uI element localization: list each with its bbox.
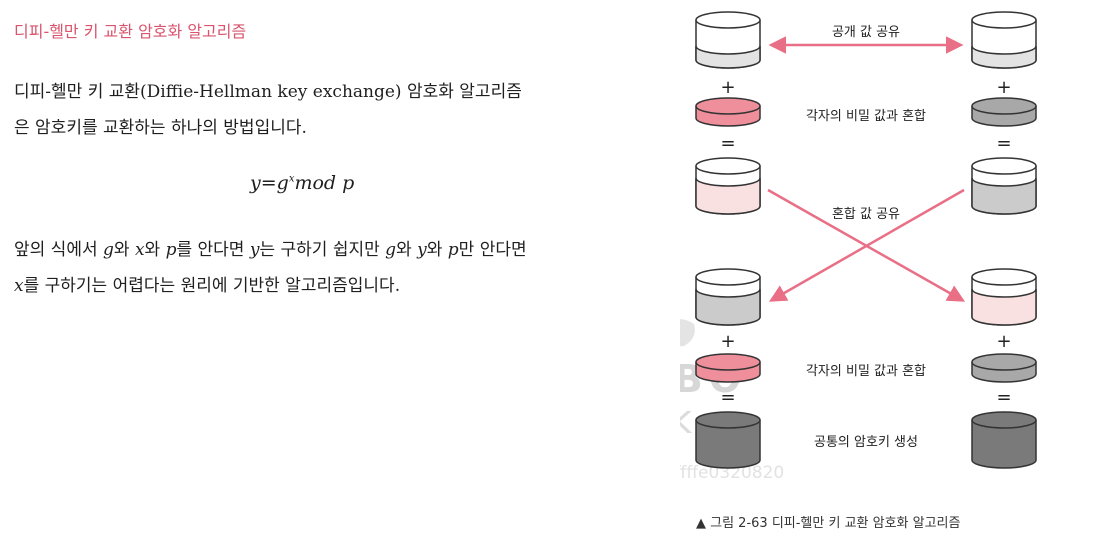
formula: y=gxmod p xyxy=(250,172,354,194)
mix-secret-label-1: 각자의 비밀 값과 혼합 xyxy=(806,109,926,124)
text-fragment: 만 안다면 xyxy=(458,240,527,260)
common-key-label: 공통의 암호키 생성 xyxy=(814,435,918,450)
left-common-key-cylinder xyxy=(695,411,761,469)
watermark-sub: eBook xyxy=(680,397,693,443)
intro-line-2: 은 암호키를 교환하는 하나의 방법입니다. xyxy=(14,118,307,138)
plus-sign: + xyxy=(996,77,1011,98)
left-received-cup xyxy=(695,268,761,326)
text-fragment: 와 xyxy=(113,240,135,260)
right-common-key-cylinder xyxy=(971,411,1037,469)
diffie-hellman-diagram: KYOBO eBook 00000000-3976-6a46-ffff-ffff… xyxy=(680,11,1037,483)
equals-sign: = xyxy=(720,133,735,154)
formula-base: g xyxy=(276,172,289,194)
left-public-cup xyxy=(695,11,761,69)
var-p: p xyxy=(165,240,177,260)
share-public-label: 공개 값 공유 xyxy=(832,25,900,40)
right-secret-disk-2 xyxy=(971,353,1037,383)
equals-sign: = xyxy=(720,387,735,408)
right-mixed-cup xyxy=(971,157,1037,215)
right-public-cup xyxy=(971,11,1037,69)
var-y: y xyxy=(417,240,427,260)
var-y: y xyxy=(249,240,260,260)
section-heading: 디피-헬만 키 교환 암호화 알고리즘 xyxy=(14,22,247,41)
left-secret-disk-2 xyxy=(695,353,761,383)
left-secret-disk xyxy=(695,97,761,127)
var-p: p xyxy=(447,240,459,260)
share-mixed-label: 혼합 값 공유 xyxy=(832,207,900,222)
var-x: x xyxy=(134,240,145,260)
text-fragment: 앞의 식에서 xyxy=(14,240,104,260)
text-fragment: 를 구하기는 어렵다는 원리에 기반한 알고리즘입니다. xyxy=(23,276,401,296)
text-fragment: 를 안다면 xyxy=(176,240,250,260)
right-secret-disk xyxy=(971,97,1037,127)
explanation-paragraph: 앞의 식에서 g와 x와 p를 안다면 y는 구하기 쉽지만 g와 y와 p만 … xyxy=(14,232,594,304)
formula-lhs: y xyxy=(250,172,261,194)
cross-arrow-left-to-right xyxy=(767,188,966,302)
formula-rest: mod p xyxy=(294,172,355,194)
intro-line-1: 디피-헬만 키 교환(Diffie-Hellman key exchange) … xyxy=(14,82,522,102)
formula-exp: x xyxy=(288,173,295,185)
watermark-code: 00000000-3976-6a46-ffff-ffffe0320820 xyxy=(680,463,784,483)
text-fragment: 와 xyxy=(426,240,448,260)
left-mixed-cup xyxy=(695,157,761,215)
formula-eq: = xyxy=(260,172,277,194)
text-fragment: 는 구하기 쉽지만 xyxy=(259,240,386,260)
intro-paragraph: 디피-헬만 키 교환(Diffie-Hellman key exchange) … xyxy=(14,74,594,146)
text-fragment: 와 xyxy=(396,240,418,260)
mix-secret-label-2: 각자의 비밀 값과 혼합 xyxy=(806,364,926,379)
cross-arrow-right-to-left xyxy=(768,188,965,302)
watermark-bird-icon xyxy=(680,319,695,347)
figure-caption: ▲ 그림 2-63 디피-헬만 키 교환 암호화 알고리즘 xyxy=(696,516,961,531)
plus-sign: + xyxy=(720,331,735,352)
var-g: g xyxy=(103,240,114,260)
text-fragment: 와 xyxy=(144,240,166,260)
equals-sign: = xyxy=(996,133,1011,154)
equals-sign: = xyxy=(996,387,1011,408)
var-g: g xyxy=(385,240,397,260)
plus-sign: + xyxy=(996,331,1011,352)
right-received-cup xyxy=(971,268,1037,326)
plus-sign: + xyxy=(720,77,735,98)
var-x: x xyxy=(14,276,24,296)
